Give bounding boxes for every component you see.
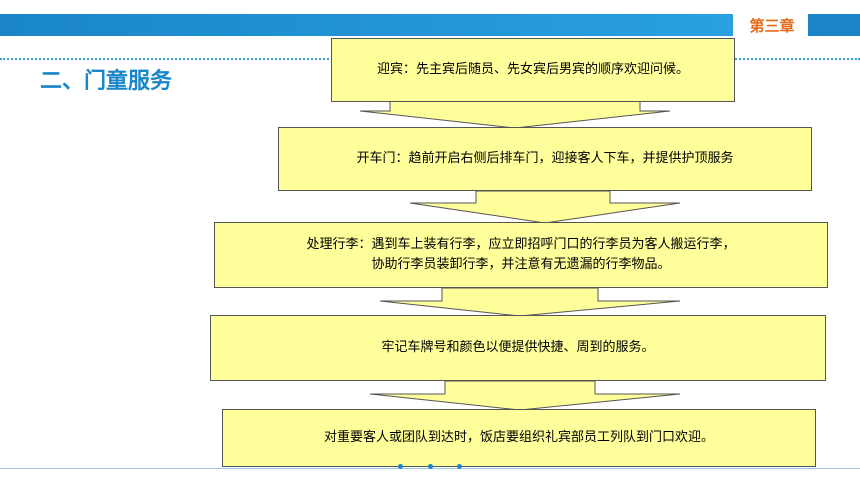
step-box-2: 开车门：趋前开启右侧后排车门，迎接客人下车，并提供护顶服务: [278, 127, 812, 191]
step-box-5: 对重要客人或团队到达时，饭店要组织礼宾部员工列队到门口欢迎。: [222, 409, 816, 467]
step-box-3: 处理行李：遇到车上装有行李，应立即招呼门口的行李员为客人搬运行李， 协助行李员装…: [214, 222, 828, 288]
step-4-line-1: 牢记车牌号和颜色以便提供快捷、周到的服务。: [381, 340, 655, 355]
step-5-line-1: 对重要客人或团队到达时，饭店要组织礼宾部员工列队到门口欢迎。: [323, 430, 714, 445]
flow-arrow-4: [369, 380, 681, 411]
section-title: 二、门童服务: [40, 69, 173, 94]
header-bar-right: [808, 14, 860, 36]
step-box-1: 迎宾：先主宾后随员、先女宾后男宾的顺序欢迎问候。: [331, 38, 735, 102]
page-dot: [457, 463, 462, 469]
step-2-line-1: 开车门：趋前开启右侧后排车门，迎接客人下车，并提供护顶服务: [356, 151, 734, 166]
header-bar: [0, 14, 733, 36]
flow-arrow-1: [359, 100, 671, 129]
chapter-label: 第三章: [749, 17, 795, 35]
flow-arrow-2: [409, 190, 681, 224]
step-3-line-1: 处理行李：遇到车上装有行李，应立即招呼门口的行李员为客人搬运行李，: [306, 237, 736, 252]
step-3-line-2: 协助行李员装卸行李，并注意有无遗漏的行李物品。: [371, 257, 671, 272]
page-dot: [427, 463, 433, 469]
flow-arrow-3: [379, 287, 681, 317]
page-dots: [398, 462, 462, 470]
page-dot: [398, 463, 403, 469]
step-1-line-1: 迎宾：先主宾后随员、先女宾后男宾的顺序欢迎问候。: [376, 62, 689, 77]
footer-divider: [0, 468, 860, 469]
step-box-4: 牢记车牌号和颜色以便提供快捷、周到的服务。: [210, 315, 826, 381]
